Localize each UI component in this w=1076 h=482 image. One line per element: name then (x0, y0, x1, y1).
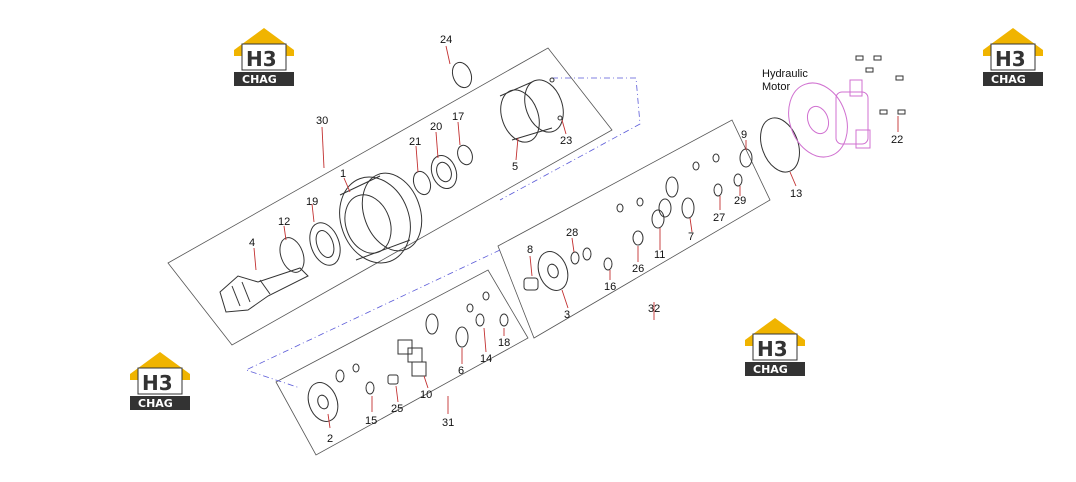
connector-line-lower (244, 249, 501, 389)
label-part-28: 28 (566, 227, 578, 239)
logo-bottom-center: H3 CHAG (745, 318, 805, 376)
logo-letters: H3 (246, 47, 277, 71)
logo-text: CHAG (242, 73, 277, 86)
washer-15 (365, 381, 375, 395)
label-part-23: 23 (560, 135, 572, 147)
hydraulic-motor (788, 79, 871, 158)
washer (582, 247, 592, 261)
main-bearing (309, 222, 341, 266)
label-part-11: 11 (654, 249, 665, 261)
label-part-26: 26 (632, 263, 644, 275)
bearing-20 (430, 155, 458, 189)
label-part-25: 25 (391, 403, 403, 415)
label-part-31: 31 (442, 417, 454, 429)
ring-16 (603, 257, 613, 271)
label-part-4: 4 (249, 237, 255, 249)
label-part-20: 20 (430, 121, 442, 133)
logo-top-right: H3 CHAG (983, 28, 1043, 86)
ring-gear (499, 79, 564, 143)
connector-line-upper (499, 77, 641, 201)
label-part-5: 5 (512, 161, 518, 173)
label-part-27: 27 (713, 212, 725, 224)
gear-7 (681, 197, 695, 219)
label-part-19: 19 (306, 196, 318, 208)
circlip-24 (451, 61, 473, 89)
small-washer (352, 363, 360, 373)
label-part-10: 10 (420, 389, 432, 401)
label-part-16: 16 (604, 281, 616, 293)
gear (425, 313, 439, 335)
needle-bearing-10 (397, 339, 427, 377)
logo-top-left: H3 CHAG (234, 28, 294, 86)
label-part-1: 1 (340, 168, 346, 180)
o-ring-13 (760, 117, 800, 173)
label-part-3: 3 (564, 309, 570, 321)
leader-lines (253, 45, 899, 429)
logo-text: CHAG (753, 363, 788, 376)
carrier-3 (537, 251, 569, 291)
logo-letters: H3 (757, 337, 788, 361)
washer-28 (570, 251, 580, 265)
label-part-8: 8 (527, 244, 533, 256)
ring-17 (457, 144, 473, 166)
label-part-17: 17 (452, 111, 464, 123)
logo-text: CHAG (991, 73, 1026, 86)
small-washer (712, 153, 720, 163)
washer-18 (499, 313, 509, 327)
small-washer (466, 303, 474, 313)
logo-bottom-left: H3 CHAG (130, 352, 190, 410)
bolt-set-22 (855, 55, 906, 115)
small-washer (482, 291, 490, 301)
motor-label-line1: Hydraulic (762, 68, 808, 80)
small-bolt-23 (557, 115, 563, 121)
planet-gear-11 (651, 209, 665, 229)
label-part-18: 18 (498, 337, 510, 349)
gear (665, 176, 679, 198)
group-frame-31 (275, 269, 529, 456)
drive-shaft (219, 267, 309, 313)
small-washer (636, 197, 644, 207)
label-part-32: 32 (648, 303, 660, 315)
small-washer (616, 203, 624, 213)
planet-gear (658, 198, 672, 218)
logo-letters: H3 (995, 47, 1026, 71)
motor-label-line2: Motor (762, 81, 790, 93)
washer (335, 369, 345, 383)
group-frame-30 (167, 47, 613, 346)
group-frame-32 (497, 119, 771, 339)
logo-text: CHAG (138, 397, 173, 410)
washer-29 (733, 173, 743, 187)
label-part-2: 2 (327, 433, 333, 445)
planet-gear-26 (632, 230, 644, 246)
carrier-2 (307, 382, 339, 422)
thrust-washer (279, 237, 305, 273)
label-part-15: 15 (365, 415, 377, 427)
pin-25 (387, 374, 399, 385)
pin-8 (523, 277, 539, 291)
small-washer (692, 161, 700, 171)
label-part-7: 7 (688, 231, 694, 243)
washer-14 (475, 313, 485, 327)
logo-letters: H3 (142, 371, 173, 395)
label-part-9: 9 (741, 129, 747, 141)
washer-27 (713, 183, 723, 197)
part-labels: 24 30 20 17 21 5 23 1 19 12 4 8 28 3 16 … (249, 34, 903, 445)
label-part-30: 30 (316, 115, 328, 127)
hub-housing (339, 172, 423, 264)
label-part-13: 13 (790, 188, 802, 200)
label-part-12: 12 (278, 216, 290, 228)
small-bolt (549, 77, 555, 83)
label-part-14: 14 (480, 353, 492, 365)
label-part-24: 24 (440, 34, 452, 46)
label-part-6: 6 (458, 365, 464, 377)
label-part-22: 22 (891, 134, 903, 146)
label-part-21: 21 (409, 136, 421, 148)
gear-6 (455, 326, 469, 348)
label-part-29: 29 (734, 195, 746, 207)
